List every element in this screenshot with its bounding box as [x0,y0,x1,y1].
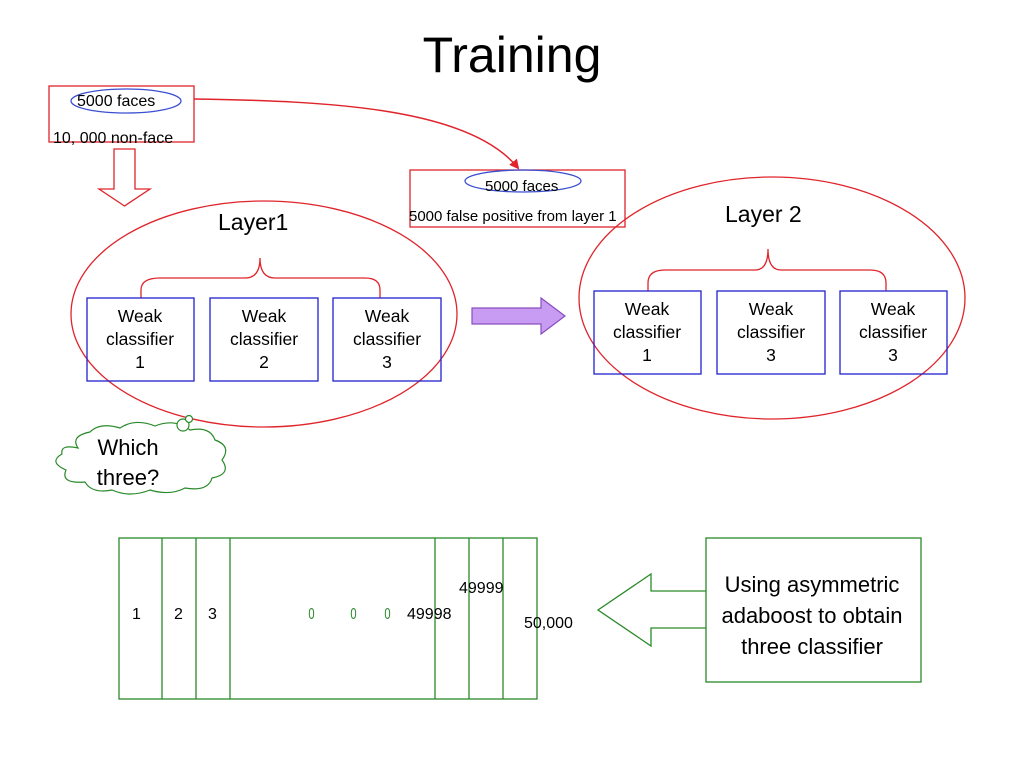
adaboost-note-text: Using asymmetric adaboost to obtain thre… [704,569,920,662]
layer1-classifier-box-3 [332,297,442,382]
classifier-number: 2 [259,352,269,372]
layer1-classifier-2-text: Weak classifier 2 [211,305,317,374]
layer1-classifier-box-2 [209,297,319,382]
feature-strip [118,537,538,700]
layer1-classifier-box-1 [86,297,195,382]
strip-label-49999: 49999 [459,580,504,597]
classifier-line: Weak [870,299,916,319]
strip-label-49998: 49998 [407,606,452,623]
thought-bubble-text: Which three? [78,433,178,493]
classifier-line: Weak [364,306,410,326]
strip-cell-2: 2 [174,606,183,623]
classifier-number: 3 [888,345,898,365]
classifier-line: Weak [624,299,670,319]
faces-highlight-ellipse [70,88,182,114]
slide-title: Training [422,27,602,83]
classifier-line: Weak [117,306,163,326]
strip-cell-3: 3 [208,606,217,623]
thought-bubble-cloud [55,414,227,495]
classifier-line: classifier [105,329,175,349]
layer1-classifier-1-text: Weak classifier 1 [87,305,193,374]
layer2-classifier-2-text: Weak classifier 3 [718,298,824,367]
classifier-number: 1 [135,352,145,372]
layer1-label: Layer1 [218,209,289,235]
ellipsis-dot: 0 [350,606,357,623]
faces-to-layer2-arrow [193,98,520,170]
layer1-brace [140,257,381,298]
thought-line: three? [96,465,160,490]
layer2-faces-highlight-ellipse [464,169,582,193]
classifier-line: Weak [241,306,287,326]
ellipsis-dot: 0 [384,606,391,623]
classifier-line: classifier [736,322,806,342]
layer2-faces-label: 5000 faces [485,178,559,195]
note-line: adaboost to obtain [721,603,903,628]
note-line: three classifier [741,634,883,659]
strip-cell-1: 1 [132,606,141,623]
layer2-classifier-3-text: Weak classifier 3 [840,298,946,367]
down-arrow-icon [96,148,153,207]
layer2-classifier-box-2 [716,290,826,375]
adaboost-note-box [705,537,922,683]
input-faces-label: 5000 faces [77,93,156,110]
layer2-classifier-box-3 [839,290,948,375]
layer2-false-positive-label: 5000 false positive from layer 1 [409,208,617,225]
classifier-line: classifier [858,322,928,342]
thought-line: Which [97,435,159,460]
layer2-ellipse [578,176,966,420]
layer2-classifier-1-text: Weak classifier 1 [594,298,700,367]
input-data-box [48,85,195,143]
layer1-classifier-3-text: Weak classifier 3 [334,305,440,374]
left-arrow-icon [596,572,706,648]
note-line: Using asymmetric [724,572,900,597]
layer1-ellipse [70,200,458,428]
input-nonfaces-label: 10, 000 non-face [53,130,174,147]
classifier-number: 3 [382,352,392,372]
layer1-to-layer2-arrow [471,296,566,336]
layer2-brace [647,248,887,291]
classifier-number: 1 [642,345,652,365]
strip-label-50000: 50,000 [524,615,573,632]
classifier-line: Weak [748,299,794,319]
classifier-line: classifier [612,322,682,342]
layer2-classifier-box-1 [593,290,702,375]
classifier-line: classifier [229,329,299,349]
ellipsis-dot: 0 [308,606,315,623]
layer2-label: Layer 2 [725,201,802,227]
classifier-line: classifier [352,329,422,349]
classifier-number: 3 [766,345,776,365]
